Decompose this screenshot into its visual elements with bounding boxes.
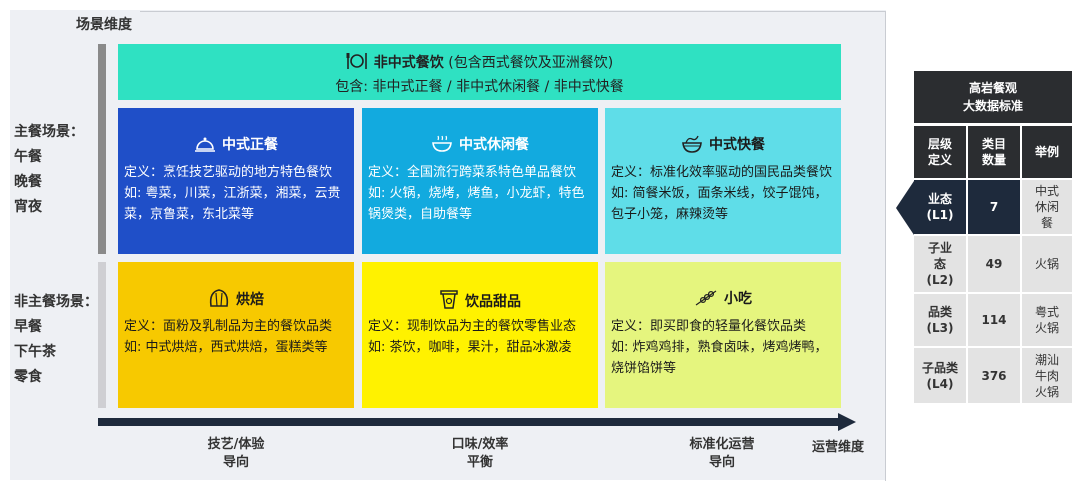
card-header: 中式休闲餐: [362, 134, 598, 154]
x-label-line: 平衡: [466, 455, 493, 470]
card-definition: 定义：即买即食的轻量化餐饮品类: [611, 319, 807, 334]
drink-cup-icon: [440, 290, 458, 309]
card-definition: 定义：现制饮品为主的餐饮零售业态: [368, 319, 577, 334]
card-drinks-desserts: 饮品甜品 定义：现制饮品为主的餐饮零售业态 如: 茶饮，咖啡，果汁，甜品冰激凌: [362, 262, 598, 408]
card-header: 饮品甜品: [362, 288, 598, 311]
header-example: 举例: [1022, 126, 1072, 178]
header-level: 层级定义: [914, 126, 966, 178]
card-examples: 如: 炸鸡鸡排，熟食卤味，烤鸡烤鸭，烧饼馅饼等: [611, 340, 828, 376]
secondary-scene-title: 非主餐场景：: [14, 294, 98, 310]
row-example: 中式休闲餐: [1022, 180, 1072, 234]
card-header: 中式快餐: [605, 134, 841, 154]
card-title: 中式休闲餐: [459, 137, 529, 153]
card-bakery: 烘焙 定义：面粉及乳制品为主的餐饮品类 如: 中式烘焙，西式烘焙，蛋糕类等: [118, 262, 354, 408]
card-body: 定义：现制饮品为主的餐饮零售业态 如: 茶饮，咖啡，果汁，甜品冰激凌: [368, 316, 594, 358]
row-example: 潮汕牛肉火锅: [1022, 348, 1072, 403]
main-scene-item: 午餐: [14, 149, 42, 165]
row-example: 粤式火锅: [1022, 294, 1072, 346]
table-title-line: 大数据标准: [962, 99, 1023, 113]
row-count: 376: [968, 348, 1020, 403]
card-body: 定义：标准化效率驱动的国民品类餐饮 如: 简餐米饭，面条米线，饺子馄饨，包子小笼…: [611, 162, 837, 225]
card-body: 定义：全国流行跨菜系特色单品餐饮 如: 火锅，烧烤，烤鱼，小龙虾，特色锅煲类，自…: [368, 162, 594, 225]
card-examples: 如: 中式烘焙，西式烘焙，蛋糕类等: [124, 340, 328, 355]
x-label-line: 技艺/体验: [207, 437, 265, 452]
scene-dimension-title: 场景维度: [76, 17, 132, 33]
table-title-line: 高岩餐观: [968, 81, 1017, 95]
card-body: 定义：即买即食的轻量化餐饮品类 如: 炸鸡鸡排，熟食卤味，烤鸡烤鸭，烧饼馅饼等: [611, 316, 837, 379]
secondary-scene-item: 零食: [14, 369, 42, 385]
card-definition: 定义：烹饪技艺驱动的地方特色餐饮: [124, 165, 333, 180]
x-label-craft: 技艺/体验 导向: [176, 436, 296, 472]
row-count: 114: [968, 294, 1020, 346]
non-main-meal-bar: [98, 262, 106, 408]
secondary-scene-label: 非主餐场景： 早餐 下午茶 零食: [14, 290, 98, 390]
row-count: 7: [968, 180, 1020, 234]
card-header: 小吃: [605, 288, 841, 308]
operations-axis-arrow: [98, 418, 838, 426]
card-definition: 定义：面粉及乳制品为主的餐饮品类: [124, 319, 333, 334]
card-chinese-casual: 中式休闲餐 定义：全国流行跨菜系特色单品餐饮 如: 火锅，烧烤，烤鱼，小龙虾，特…: [362, 108, 598, 254]
frame-right-line: [885, 11, 886, 481]
fork-knife-plate-icon: [346, 53, 367, 69]
croissant-icon: [209, 289, 229, 307]
band-subtitle: (包含西式餐饮及亚洲餐饮): [448, 55, 614, 71]
x-label-line: 口味/效率: [451, 437, 509, 452]
row-level: 品类(L3): [914, 294, 966, 346]
operations-axis-arrowhead: [838, 413, 856, 431]
hotpot-icon: [432, 135, 452, 152]
header-count: 类目数量: [968, 126, 1020, 178]
card-title: 饮品甜品: [465, 294, 521, 310]
card-body: 定义：烹饪技艺驱动的地方特色餐饮 如: 粤菜，川菜，江浙菜，湘菜，云贵菜，京鲁菜…: [124, 162, 350, 225]
card-definition: 定义：标准化效率驱动的国民品类餐饮: [611, 165, 833, 180]
cloche-icon: [195, 137, 215, 152]
band-title-line: 非中式餐饮 (包含西式餐饮及亚洲餐饮): [118, 50, 841, 72]
secondary-scene-item: 下午茶: [14, 344, 56, 360]
card-examples: 如: 火锅，烧烤，烤鱼，小龙虾，特色锅煲类，自助餐等: [368, 186, 585, 222]
x-label-balance: 口味/效率 平衡: [420, 436, 540, 472]
noodle-bowl-icon: [682, 135, 702, 153]
card-title: 烘焙: [236, 292, 264, 308]
row-example: 火锅: [1022, 236, 1072, 292]
non-chinese-dining-band: 非中式餐饮 (包含西式餐饮及亚洲餐饮) 包含: 非中式正餐 / 非中式休闲餐 /…: [118, 44, 841, 100]
main-meal-bar: [98, 44, 106, 254]
card-chinese-formal: 中式正餐 定义：烹饪技艺驱动的地方特色餐饮 如: 粤菜，川菜，江浙菜，湘菜，云贵…: [118, 108, 354, 254]
x-label-standard: 标准化运营 导向: [662, 436, 782, 472]
card-examples: 如: 茶饮，咖啡，果汁，甜品冰激凌: [368, 340, 572, 355]
row-level: 业态(L1): [914, 180, 966, 234]
table-pointer: [896, 181, 914, 235]
card-title: 中式正餐: [222, 137, 278, 153]
secondary-scene-item: 早餐: [14, 319, 42, 335]
card-title: 小吃: [724, 291, 752, 307]
frame-top-line: [140, 11, 885, 12]
x-label-line: 标准化运营: [689, 437, 755, 452]
table-title: 高岩餐观 大数据标准: [914, 71, 1072, 123]
band-includes: 包含: 非中式正餐 / 非中式休闲餐 / 非中式快餐: [335, 79, 624, 95]
operations-dimension-title: 运营维度: [812, 440, 865, 455]
card-examples: 如: 简餐米饭，面条米线，饺子馄饨，包子小笼，麻辣烫等: [611, 186, 828, 222]
row-level: 子品类(L4): [914, 348, 966, 403]
skewer-icon: [695, 290, 717, 306]
main-scene-title: 主餐场景：: [14, 124, 84, 140]
main-scene-label: 主餐场景： 午餐 晚餐 宵夜: [14, 120, 84, 220]
card-title: 中式快餐: [709, 137, 765, 153]
main-scene-item: 晚餐: [14, 174, 42, 190]
card-header: 中式正餐: [118, 134, 354, 154]
main-scene-item: 宵夜: [14, 199, 42, 215]
band-title: 非中式餐饮: [373, 55, 444, 71]
row-level: 子业态(L2): [914, 236, 966, 292]
card-examples: 如: 粤菜，川菜，江浙菜，湘菜，云贵菜，京鲁菜，东北菜等: [124, 186, 341, 222]
card-definition: 定义：全国流行跨菜系特色单品餐饮: [368, 165, 577, 180]
x-label-line: 导向: [708, 455, 735, 470]
card-body: 定义：面粉及乳制品为主的餐饮品类 如: 中式烘焙，西式烘焙，蛋糕类等: [124, 316, 350, 358]
row-count: 49: [968, 236, 1020, 292]
card-chinese-fast: 中式快餐 定义：标准化效率驱动的国民品类餐饮 如: 简餐米饭，面条米线，饺子馄饨…: [605, 108, 841, 254]
card-header: 烘焙: [118, 288, 354, 309]
card-snacks: 小吃 定义：即买即食的轻量化餐饮品类 如: 炸鸡鸡排，熟食卤味，烤鸡烤鸭，烧饼馅…: [605, 262, 841, 408]
x-label-line: 导向: [222, 455, 249, 470]
